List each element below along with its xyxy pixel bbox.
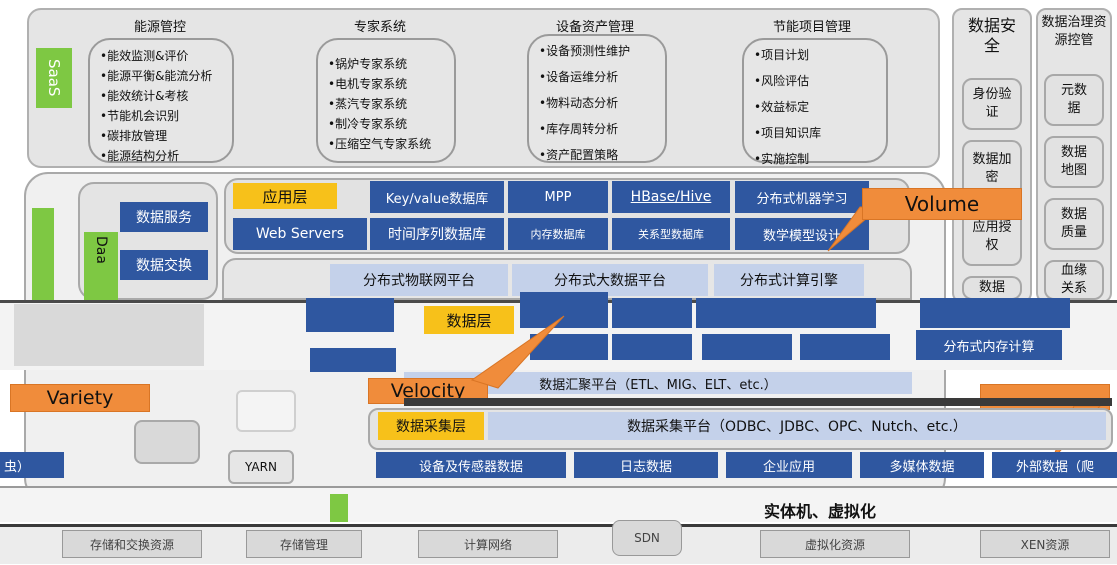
- iaas-title: 实体机、虚拟化: [763, 502, 876, 521]
- user-mgmt-box: [236, 390, 296, 432]
- saas-column-title-4: 节能项目管理: [772, 20, 851, 35]
- list-item: •压缩空气专家系统: [328, 137, 432, 151]
- list-item: •设备运维分析: [539, 70, 619, 84]
- data-governance-item: 血缘关系: [1044, 260, 1104, 300]
- platform-title: 分布式物联网平台: [330, 264, 508, 296]
- source-cell: 日志数据: [574, 452, 718, 478]
- list-item: •资产配置策略: [539, 148, 619, 162]
- app-cell: 关系型数据库: [612, 218, 730, 250]
- side-block: [134, 420, 200, 464]
- variety-callout: Variety: [10, 384, 150, 412]
- saas-column-title-1: 能源管控: [133, 20, 186, 35]
- platform-title: 分布式计算引擎: [714, 264, 864, 296]
- saas-column-list-1: •能效监测&评价 •能源平衡&能流分析 •能效统计&考核 •节能机会识别 •碳排…: [88, 38, 234, 163]
- data-governance-title: 数据治理资源控管: [1041, 15, 1107, 48]
- saas-label: SaaS: [45, 59, 63, 97]
- paas-label: Daa: [93, 236, 109, 264]
- list-item: •设备预测性维护: [539, 44, 631, 58]
- saas-column-title-2: 专家系统: [353, 20, 406, 35]
- data-layer-block: [310, 348, 396, 372]
- data-layer-block: [612, 298, 692, 328]
- list-item: •能效监测&评价: [100, 49, 189, 63]
- divider-band: [404, 398, 1112, 406]
- data-layer-block: [520, 292, 608, 328]
- saas-column-title-3: 设备资产管理: [555, 20, 634, 35]
- source-cell: 多媒体数据: [860, 452, 984, 478]
- saas-column-list-2: •锅炉专家系统 •电机专家系统 •蒸汽专家系统 •制冷专家系统 •压缩空气专家系…: [316, 38, 456, 163]
- list-item: •蒸汽专家系统: [328, 97, 408, 111]
- saas-column-list-3: •设备预测性维护 •设备运维分析 •物料动态分析 •库存周转分析 •资产配置策略: [527, 34, 667, 163]
- data-layer-block: [702, 334, 792, 360]
- data-layer-block: [306, 298, 394, 332]
- iaas-item: 虚拟化资源: [760, 530, 910, 558]
- integration-bar: 数据汇聚平台（ETL、MIG、ELT、etc.）: [404, 372, 912, 394]
- source-cell: 外部数据（爬: [992, 452, 1117, 478]
- app-cell: MPP: [508, 181, 608, 213]
- collect-platform-bar: 数据采集平台（ODBC、JDBC、OPC、Nutch、etc.）: [488, 412, 1106, 440]
- data-governance-item: 数据质量: [1044, 198, 1104, 250]
- app-cell: HBase/Hive: [612, 181, 730, 213]
- source-cell: 企业应用: [726, 452, 852, 478]
- iaas-item: SDN: [612, 520, 682, 556]
- data-layer-item: 分布式内存计算: [916, 330, 1062, 360]
- list-item: •项目知识库: [754, 126, 822, 140]
- list-item: •物料动态分析: [539, 96, 619, 110]
- source-cell: 设备及传感器数据: [376, 452, 566, 478]
- iaas-top-band: [0, 486, 1117, 522]
- app-cell: 数学模型设计: [735, 218, 869, 250]
- data-governance-item: 元数据: [1044, 74, 1104, 126]
- data-layer-block: [696, 298, 876, 328]
- data-governance-item: 数据地图: [1044, 136, 1104, 188]
- list-item: •项目计划: [754, 48, 810, 62]
- platform-title: 分布式大数据平台: [512, 264, 708, 296]
- data-layer-block: [920, 298, 1070, 328]
- saas-column-list-4: •项目计划 •风险评估 •效益标定 •项目知识库 •实施控制: [742, 38, 888, 166]
- app-layer-label: 应用层: [233, 183, 337, 209]
- service-item: 数据服务: [120, 202, 208, 232]
- app-cell: 时间序列数据库: [370, 218, 504, 250]
- service-item: 数据交换: [120, 250, 208, 280]
- iaas-item: 计算网络: [418, 530, 558, 558]
- paas-green-bar-1: [32, 208, 54, 300]
- list-item: •节能机会识别: [100, 109, 180, 123]
- source-fragment: 虫）: [0, 452, 64, 478]
- list-item: •碳排放管理: [100, 129, 168, 143]
- velocity-pointer: [470, 315, 565, 389]
- iaas-item: 存储管理: [246, 530, 362, 558]
- list-item: •能源平衡&能流分析: [100, 69, 213, 83]
- app-cell: Web Servers: [233, 218, 367, 250]
- list-item: •能源结构分析: [100, 149, 180, 163]
- list-item: •效益标定: [754, 100, 810, 114]
- data-security-item: 身份验证: [962, 78, 1022, 130]
- volume-callout: Volume: [862, 188, 1022, 220]
- iaas-item: 存储和交换资源: [62, 530, 202, 558]
- paas-green-bar-2: Daa: [84, 232, 118, 300]
- iaas-item: XEN资源: [980, 530, 1110, 558]
- app-cell: Key/value数据库: [370, 181, 504, 213]
- list-item: •实施控制: [754, 152, 810, 166]
- data-layer-label: 数据层: [424, 306, 514, 334]
- list-item: •制冷专家系统: [328, 117, 408, 131]
- list-item: •能效统计&考核: [100, 89, 189, 103]
- yarn-box: YARN: [228, 450, 294, 484]
- iaas-green-bar: [330, 494, 348, 522]
- list-item: •风险评估: [754, 74, 810, 88]
- app-cell: 内存数据库: [508, 218, 608, 250]
- app-cell: 分布式机器学习: [735, 181, 869, 213]
- data-layer-block: [612, 334, 692, 360]
- data-layer-block: [800, 334, 890, 360]
- list-item: •电机专家系统: [328, 77, 408, 91]
- data-layer-left-block: [14, 304, 204, 366]
- collect-layer-label: 数据采集层: [378, 412, 484, 440]
- list-item: •锅炉专家系统: [328, 57, 408, 71]
- saas-label-bar: SaaS: [36, 48, 72, 108]
- data-security-title: 数据安全: [967, 16, 1016, 55]
- list-item: •库存周转分析: [539, 122, 619, 136]
- data-security-item: 数据: [962, 276, 1022, 300]
